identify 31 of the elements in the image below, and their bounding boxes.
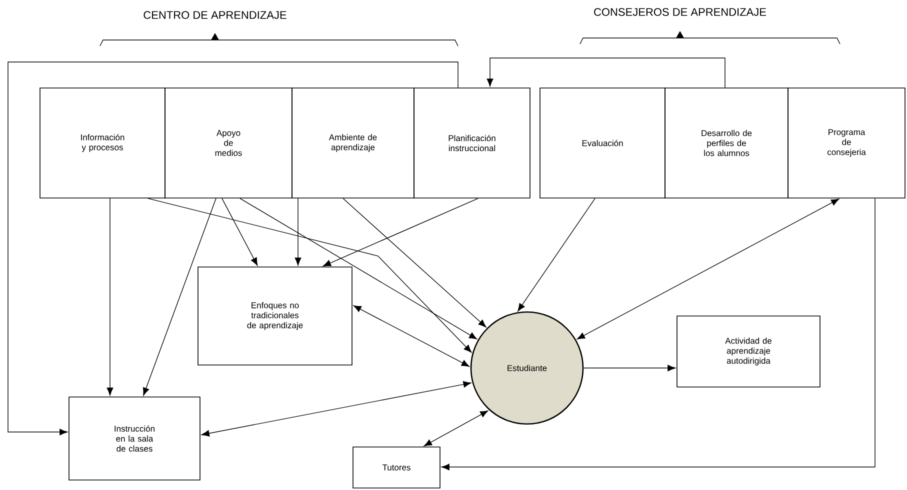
process-box: Evaluación xyxy=(540,88,666,198)
process-box: Actividad de aprendizaje autodirigida xyxy=(676,316,820,388)
process-box: Apoyo de medios xyxy=(164,88,292,198)
process-box: Tutores xyxy=(352,446,440,488)
arrow xyxy=(148,198,472,353)
group-heading: CENTRO DE APRENDIZAJE xyxy=(144,11,286,19)
arrow xyxy=(576,198,840,340)
arrow xyxy=(342,198,486,328)
arrow xyxy=(201,381,472,437)
arrow xyxy=(142,198,216,396)
arrow xyxy=(8,62,458,436)
process-box: Programa de consejeria xyxy=(788,88,906,198)
arrow xyxy=(486,58,726,88)
arrow xyxy=(240,198,478,340)
process-box: Instrucción en la sala de clases xyxy=(68,396,200,480)
process-box: Ambiente de aprendizaje xyxy=(292,88,414,198)
arrow xyxy=(106,198,114,396)
process-box: Información y procesos xyxy=(40,88,166,198)
arrow xyxy=(353,305,470,367)
arrow xyxy=(222,198,258,266)
circle-node: Estudiante xyxy=(470,311,584,425)
arrow xyxy=(424,410,488,446)
arrow xyxy=(518,198,596,312)
arrow xyxy=(294,198,302,266)
process-box: Planificación instruccional xyxy=(414,88,530,198)
group-heading: CONSEJEROS DE APRENDIZAJE xyxy=(594,8,766,16)
process-box: Enfoques no tradicionales de aprendizaje xyxy=(198,266,352,366)
arrow xyxy=(583,364,676,372)
arrow xyxy=(322,198,478,266)
process-box: Desarrollo de perfiles de los alumnos xyxy=(664,88,788,198)
arrow xyxy=(441,198,876,470)
